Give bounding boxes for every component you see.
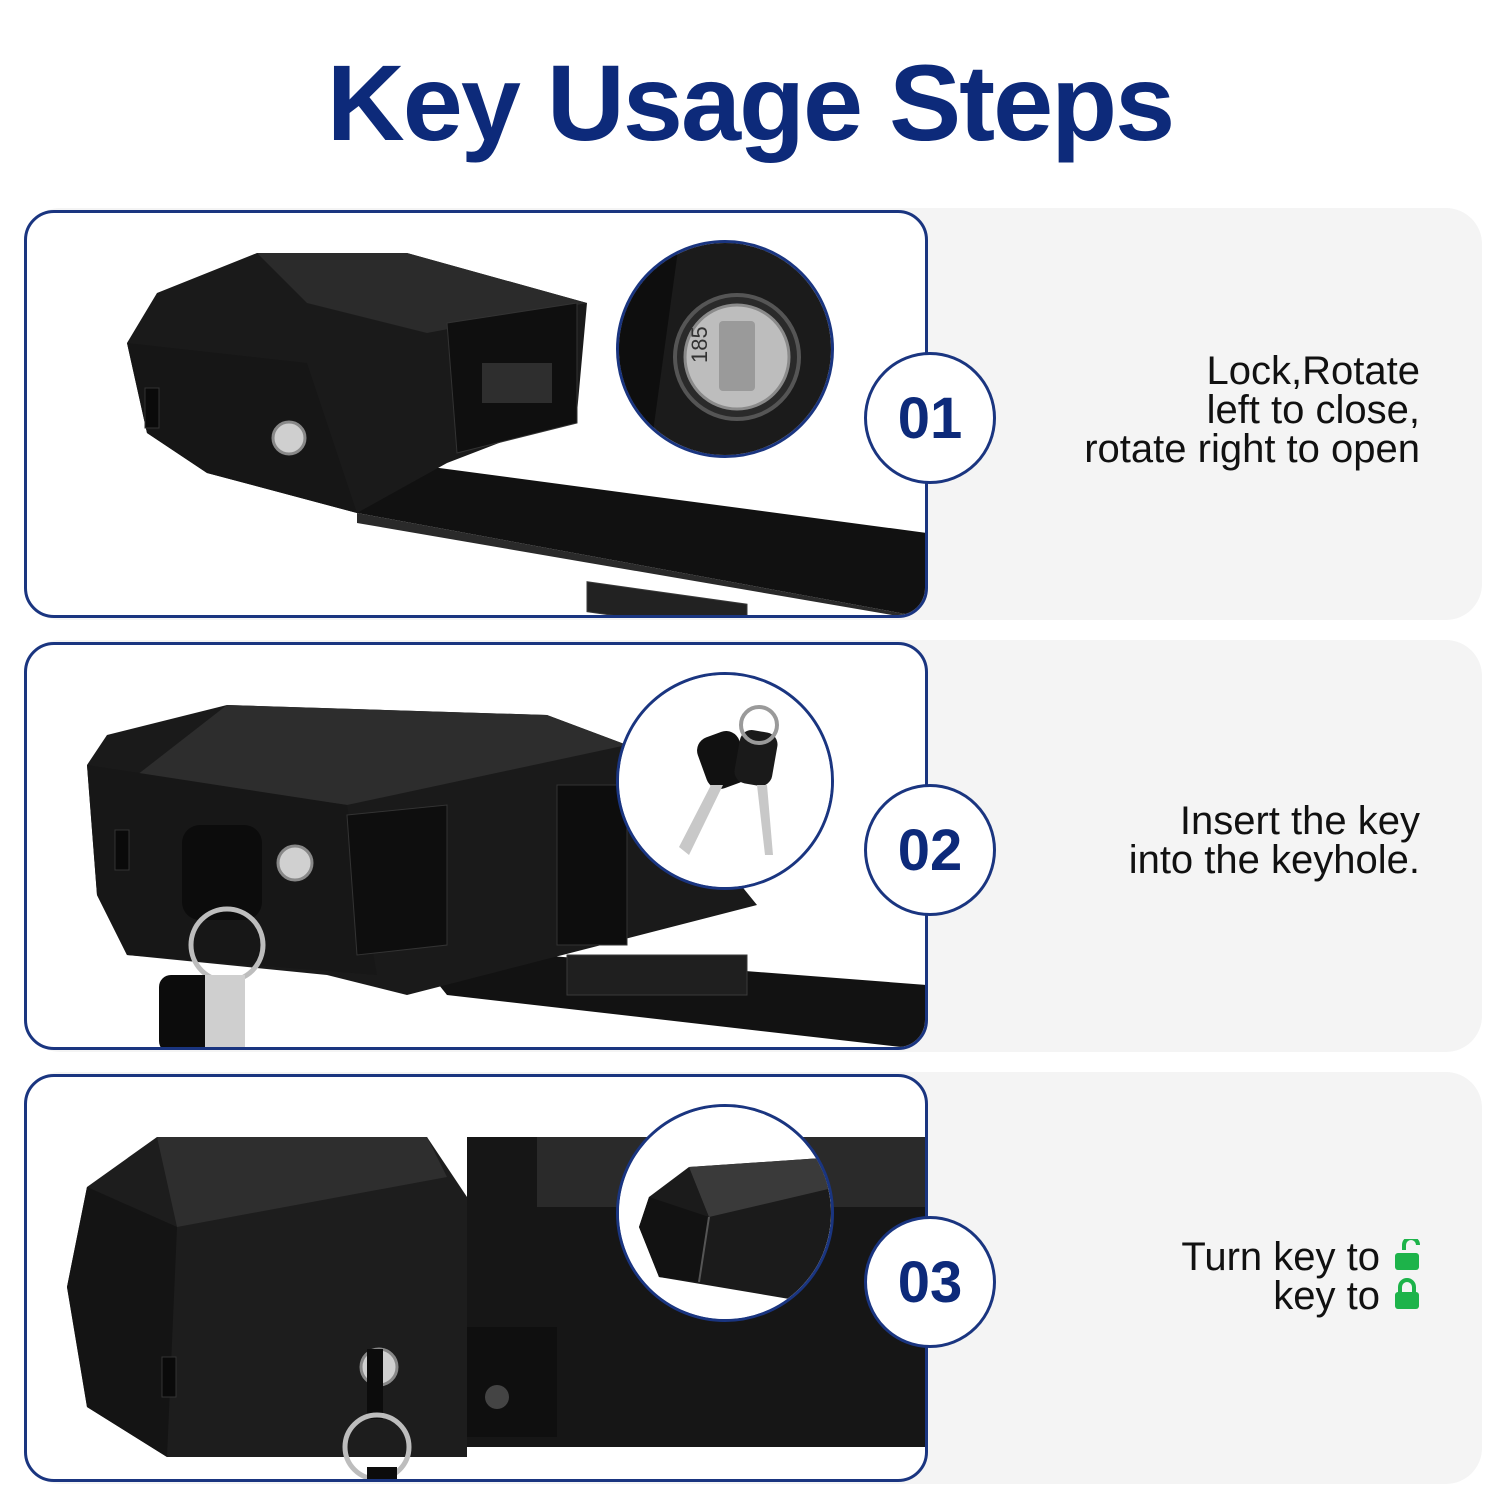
unlocked-padlock-icon — [1395, 1239, 1420, 1271]
step-03-line-2-text: key to — [1273, 1274, 1380, 1318]
step-01-line-1: Lock,Rotate — [1206, 349, 1420, 393]
locked-padlock-icon — [1395, 1278, 1419, 1310]
page-title: Key Usage Steps — [326, 42, 1175, 163]
step-02-zoom-keys — [616, 672, 834, 890]
step-02-line-1: Insert the key — [1179, 799, 1420, 843]
keyhole-number-label: 185 — [687, 326, 712, 363]
step-01-line-3: rotate right to open — [1084, 427, 1420, 471]
step-02-description: Insert the key into the keyhole. — [940, 799, 1420, 882]
step-03-line-2: key to — [940, 1274, 1420, 1318]
step-01-zoom-keyhole: 185 — [616, 240, 834, 458]
step-03-description: Turn key to key to — [940, 1235, 1420, 1318]
step-01-number-badge: 01 — [864, 352, 996, 484]
step-01-line-2: left to close, — [1206, 388, 1420, 432]
step-03-line-1-text: Turn key to — [1181, 1235, 1380, 1279]
step-03-zoom-closed-cap — [616, 1104, 834, 1322]
step-03-line-1: Turn key to — [940, 1235, 1420, 1279]
step-03-number-badge: 03 — [864, 1216, 996, 1348]
step-01-description: Lock,Rotate left to close, rotate right … — [940, 349, 1420, 471]
step-02-number-badge: 02 — [864, 784, 996, 916]
step-02-line-2: into the keyhole. — [1128, 838, 1420, 882]
